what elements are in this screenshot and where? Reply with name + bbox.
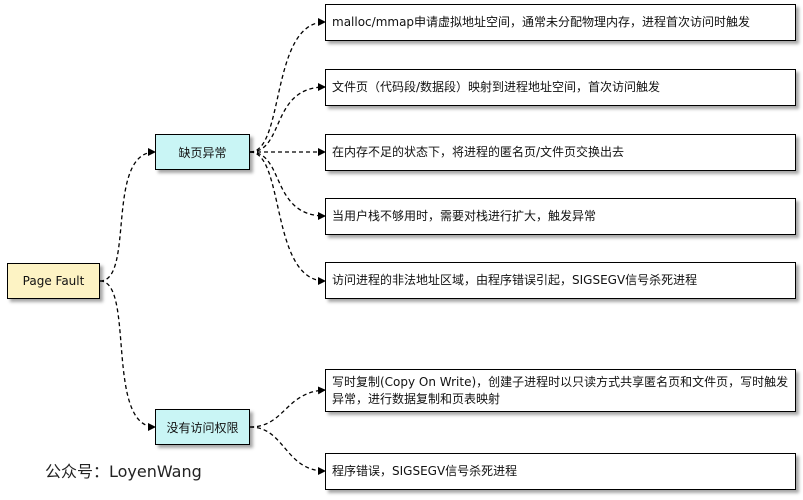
page-fault-label: Page Fault [22,274,85,288]
connector-root-to-no-permission [99,280,156,431]
footer-credit: 公众号：LoyenWang [45,462,202,481]
connector-root-to-page-missing [99,148,156,282]
page-missing-label: 缺页异常 [178,145,227,160]
connector-leaf-7 [249,426,326,475]
no-permission-node: 没有访问权限 [155,409,250,445]
page-missing-node: 缺页异常 [155,134,250,170]
leaf-swap-text: 在内存不足的状态下，将进程的匿名页/文件页交换出去 [332,145,625,159]
leaf-program-error: 程序错误，SIGSEGV信号杀死进程 [325,453,796,490]
connector-leaf-1 [249,18,326,153]
leaf-stack-grow: 当用户栈不够用时，需要对栈进行扩大，触发异常 [325,198,796,235]
leaf-file-page-text: 文件页（代码段/数据段）映射到进程地址空间，首次访问触发 [332,80,661,94]
leaf-swap: 在内存不足的状态下，将进程的匿名页/文件页交换出去 [325,134,796,171]
connector-leaf-4 [249,151,326,220]
no-permission-label: 没有访问权限 [166,420,239,435]
connector-leaf-5 [249,151,326,285]
leaf-illegal-access: 访问进程的非法地址区域，由程序错误引起，SIGSEGV信号杀死进程 [325,262,796,299]
leaf-copy-on-write: 写时复制(Copy On Write)，创建子进程时以只读方式共享匿名页和文件页… [325,369,796,412]
leaf-file-page: 文件页（代码段/数据段）映射到进程地址空间，首次访问触发 [325,69,796,106]
leaf-malloc-mmap-text: malloc/mmap申请虚拟地址空间，通常未分配物理内存，进程首次访问时触发 [332,15,751,29]
connector-leaf-6 [249,386,326,428]
leaf-stack-grow-text: 当用户栈不够用时，需要对栈进行扩大，触发异常 [332,209,597,223]
leaf-copy-on-write-text: 写时复制(Copy On Write)，创建子进程时以只读方式共享匿名页和文件页… [332,374,789,406]
leaf-malloc-mmap: malloc/mmap申请虚拟地址空间，通常未分配物理内存，进程首次访问时触发 [325,4,796,41]
page-fault-node: Page Fault [7,263,100,299]
leaf-program-error-text: 程序错误，SIGSEGV信号杀死进程 [332,464,518,478]
connector-leaf-2 [249,83,326,153]
leaf-illegal-access-text: 访问进程的非法地址区域，由程序错误引起，SIGSEGV信号杀死进程 [332,273,698,287]
